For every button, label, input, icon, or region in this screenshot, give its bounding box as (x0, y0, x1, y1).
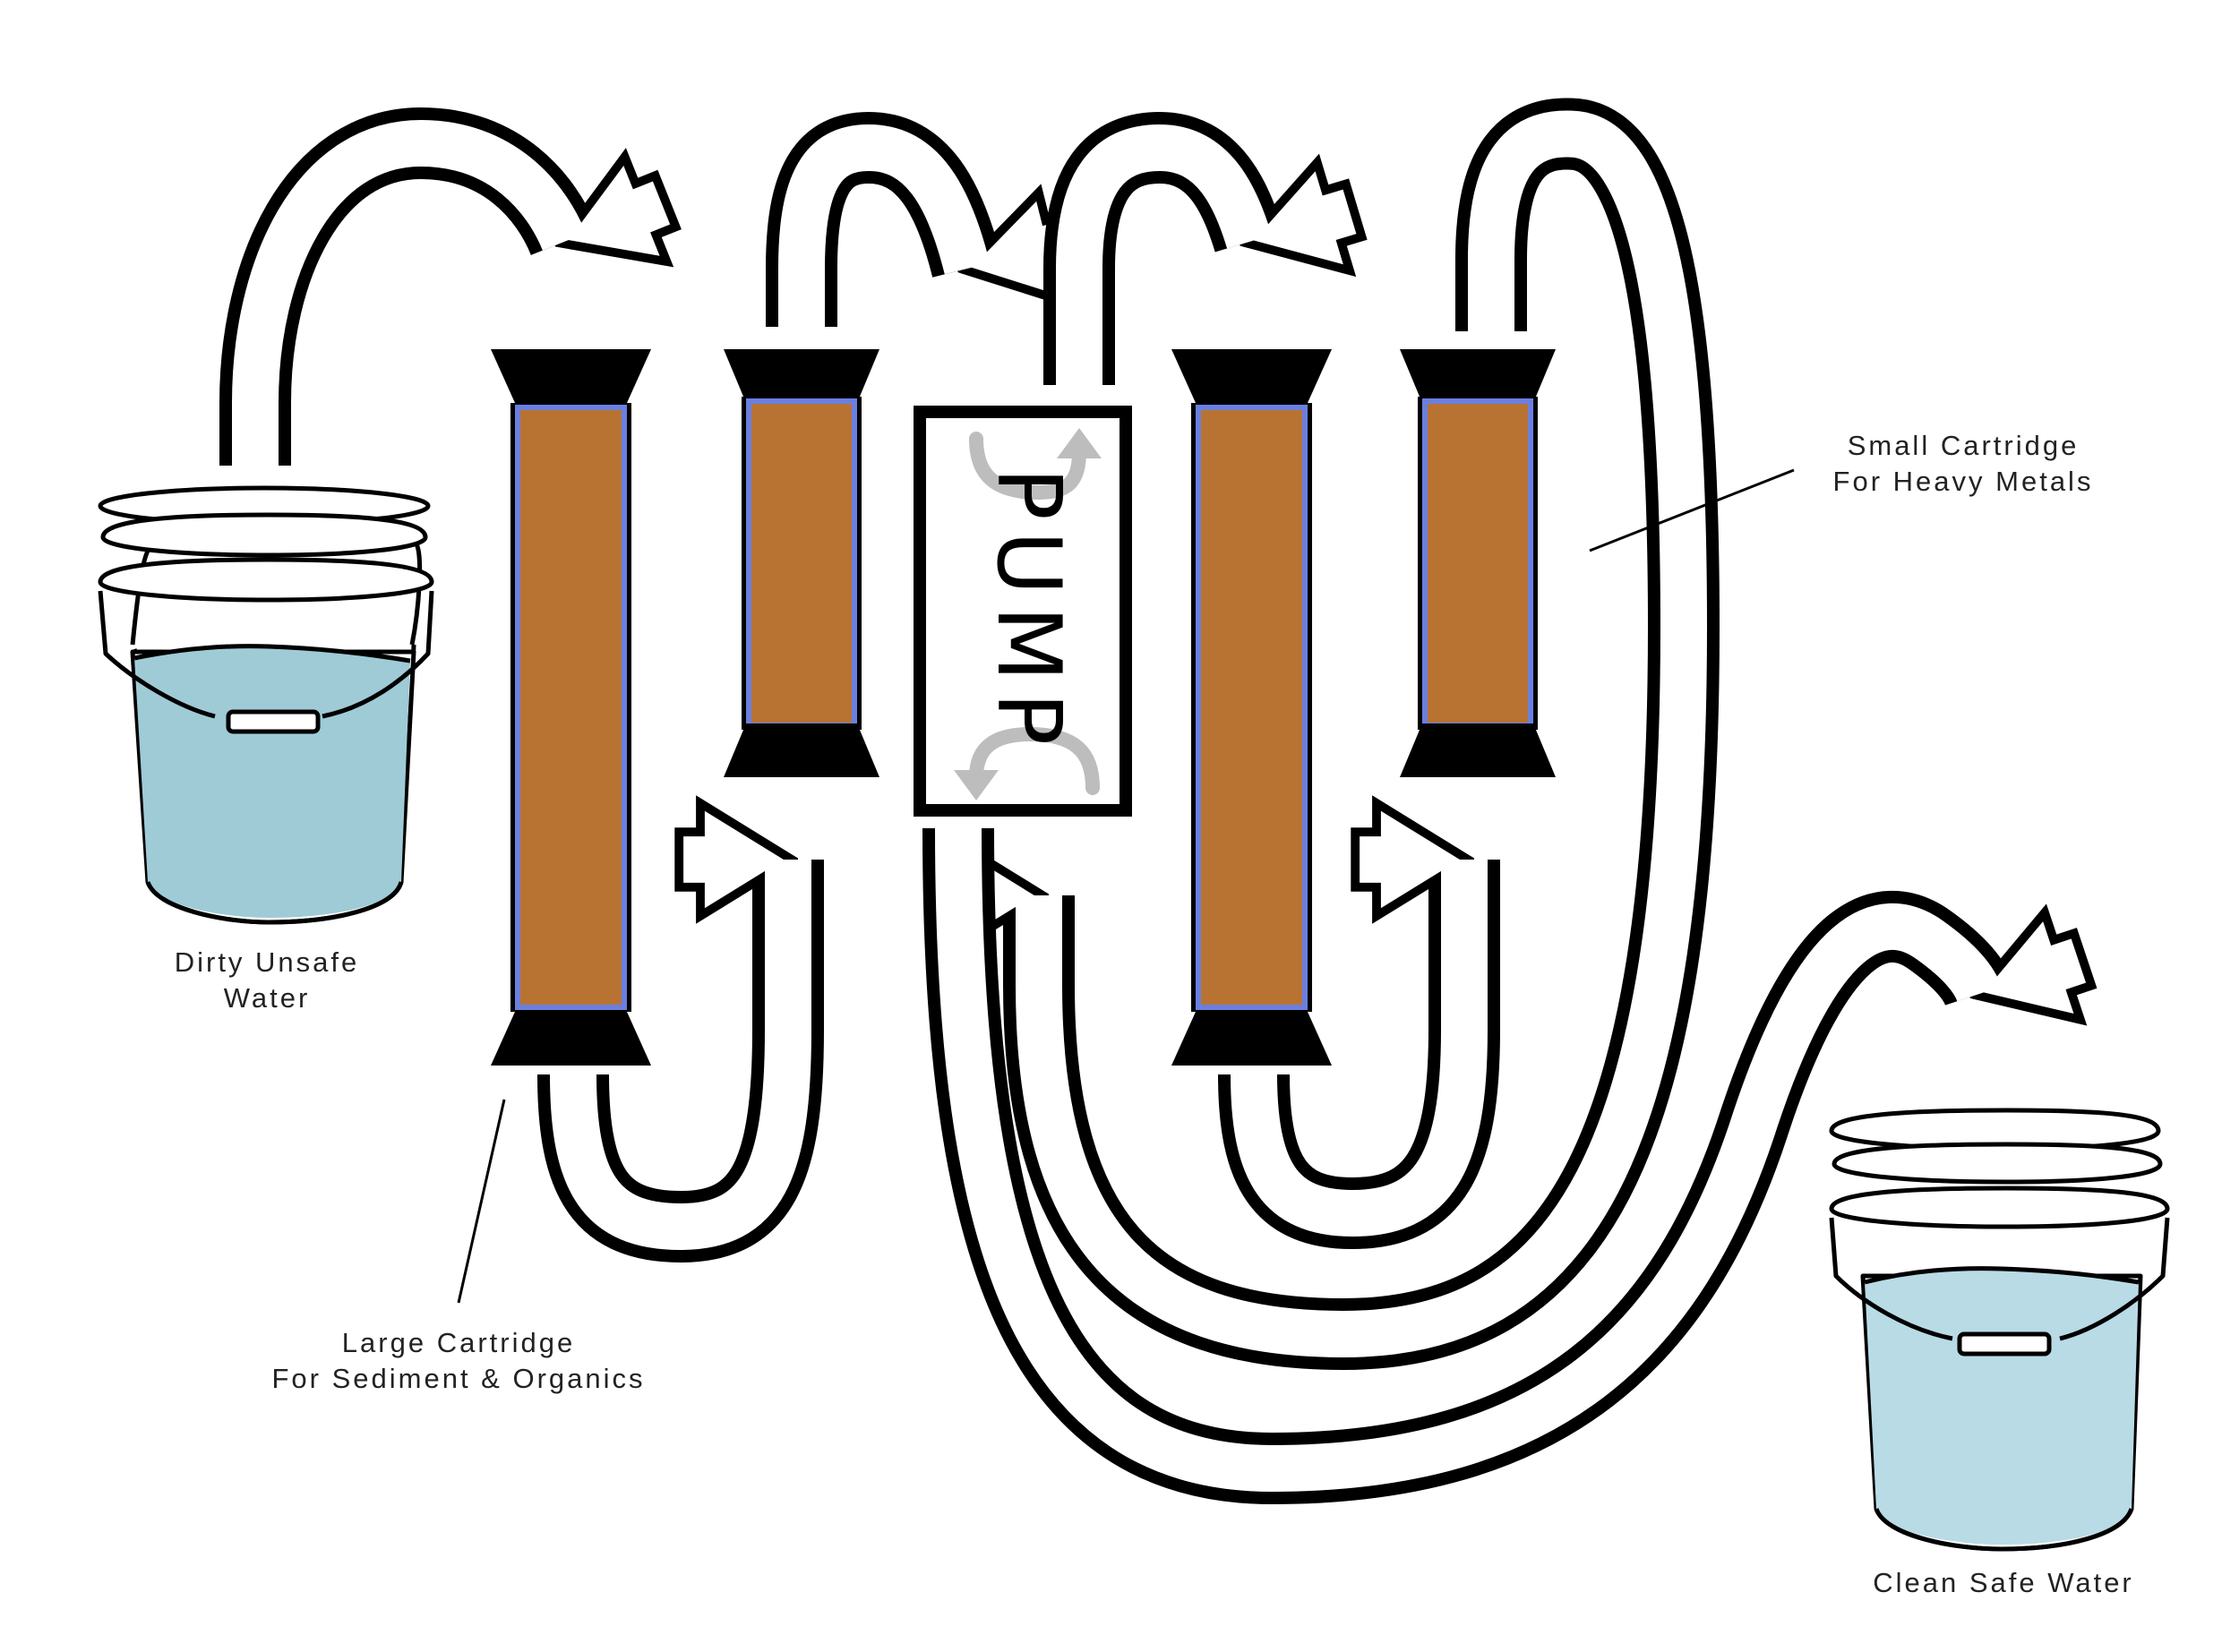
dirty-water-label-line1: Dirty Unsafe (175, 946, 360, 978)
callout-line-large-cartridge (457, 1099, 506, 1304)
filter-cartridge-small-2 (724, 349, 879, 777)
pump-arrow-down-icon (954, 770, 999, 800)
hose-filter2-to-pump (766, 111, 967, 327)
pump-box: PUMP (914, 406, 1132, 817)
small-cartridge-label-line1: Small Cartridge (1848, 430, 2080, 461)
dirty-water-bucket-icon (98, 485, 434, 925)
large-cartridge-label-line2: For Sediment & Organics (271, 1363, 645, 1394)
large-cartridge-label-line1: Large Cartridge (342, 1327, 575, 1358)
hose-filter4-to-pump (1039, 98, 1720, 1371)
hose-filter1-to-filter2 (537, 860, 824, 1263)
small-cartridge-label-line2: For Heavy Metals (1833, 466, 2094, 497)
hose-pump-to-clean-bucket (922, 827, 1979, 1505)
filter-cartridge-large-3 (1171, 349, 1332, 1066)
callout-line-small-cartridge (1589, 468, 1795, 552)
hose-pump-to-filter3 (1043, 111, 1249, 385)
filter-cartridge-small-4 (1400, 349, 1556, 777)
pump-arrow-up-icon (1057, 428, 1102, 458)
dirty-water-label-line2: Water (224, 982, 311, 1014)
pump-flow-arrows (954, 428, 1102, 800)
hose-bucket-to-filter1 (219, 107, 564, 466)
pump-label: PUMP (977, 467, 1079, 756)
hose-filter3-to-filter4 (1218, 860, 1500, 1250)
clean-water-bucket-icon (1829, 1108, 2170, 1552)
clean-water-label: Clean Safe Water (1873, 1567, 2134, 1598)
filter-cartridge-large-1 (491, 349, 651, 1066)
